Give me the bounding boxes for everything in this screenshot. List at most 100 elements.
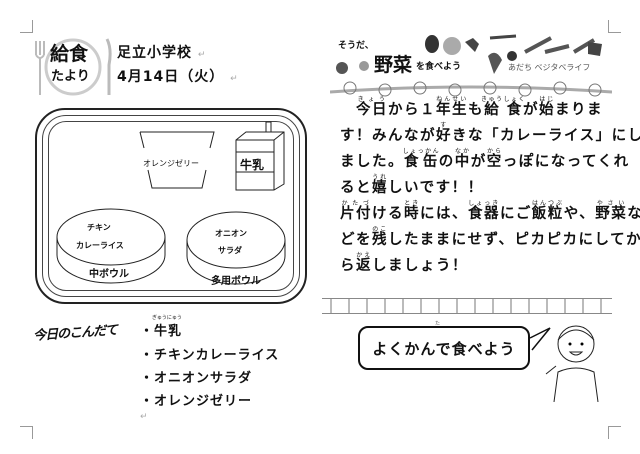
bowl1-text: チキン bbox=[87, 223, 111, 232]
medium-bowl-icon bbox=[56, 208, 166, 284]
text-segment: にご bbox=[500, 206, 532, 222]
paragraph-mark: ↵ bbox=[197, 50, 207, 60]
furigana: なか bbox=[454, 148, 471, 155]
furigana: のこ bbox=[372, 226, 388, 233]
text-segment: ら bbox=[340, 258, 356, 274]
text-segment: 残 bbox=[372, 232, 388, 248]
ruby-word: 始はじ bbox=[539, 96, 556, 118]
ruby-word: 嬉うれ bbox=[372, 174, 388, 196]
furigana: やさい bbox=[595, 200, 628, 207]
crop-mark bbox=[20, 20, 33, 33]
text-segment: 嬉 bbox=[372, 180, 388, 196]
body-line: どを残のこしたままにせず、ピカピカにしてか bbox=[340, 226, 640, 249]
paragraph-mark: ↵ bbox=[140, 412, 148, 422]
ruby-word: 返かえ bbox=[356, 252, 372, 274]
furigana: とき bbox=[404, 200, 420, 207]
text-segment: 給食 bbox=[481, 102, 527, 118]
banner-brand: あだち ベジタベライフ bbox=[508, 63, 591, 72]
ruby-word: 片付かたづ bbox=[340, 200, 372, 222]
ruby-word: 時とき bbox=[404, 200, 420, 222]
text-segment: しいです！！ bbox=[388, 180, 484, 196]
furigana: はんつぶ bbox=[531, 200, 564, 207]
milk-carton-icon bbox=[235, 121, 285, 191]
text-segment: も bbox=[468, 102, 484, 118]
multipurpose-bowl-icon bbox=[186, 211, 286, 285]
text-segment: ました。 bbox=[340, 154, 404, 170]
furigana: しょっき bbox=[468, 200, 500, 207]
menu-item: ・チキンカレーライス bbox=[140, 348, 280, 363]
text-segment: したままにせず、ピカピカにしてか bbox=[388, 232, 640, 248]
banner-text: そうだ、 bbox=[338, 41, 374, 51]
furigana: かたづ bbox=[340, 200, 372, 207]
ruby-word: 空から bbox=[487, 148, 503, 170]
paragraph-mark: ↵ bbox=[230, 74, 239, 84]
body-line: ると嬉うれしいです！！ bbox=[340, 174, 484, 197]
newsletter-date: 4月14日（火） ↵ bbox=[117, 66, 239, 86]
menu-item: ・牛乳 bbox=[140, 324, 183, 339]
text-segment: には、 bbox=[420, 206, 468, 222]
bowl1-text: カレーライス bbox=[76, 241, 124, 250]
menu-item: ・オニオンサラダ bbox=[140, 371, 253, 386]
furigana: た bbox=[435, 321, 441, 327]
text-segment bbox=[340, 102, 356, 118]
text-segment: 好 bbox=[436, 128, 452, 144]
bowl2-text: サラダ bbox=[218, 246, 242, 255]
text-segment: 野菜 bbox=[595, 206, 628, 222]
ruby-word: 好す bbox=[436, 122, 452, 144]
body-line: ら返かえしましょう！ bbox=[340, 252, 468, 275]
text-segment: な bbox=[627, 206, 640, 222]
body-line: 片付かたづける時ときには、食器しょっきにご飯粒はんつぶや、野菜やさいな bbox=[340, 200, 640, 223]
text-segment: 年生 bbox=[436, 102, 468, 118]
body-line: ました。食缶しょっかんの中なかが空からっぽになってくれ bbox=[340, 148, 630, 171]
vegetables-icon bbox=[330, 34, 612, 97]
text-segment: 飯粒 bbox=[531, 206, 564, 222]
ruby-word: 野菜やさい bbox=[595, 200, 628, 222]
ruby-word: 残のこ bbox=[372, 226, 388, 248]
text-segment: どを bbox=[340, 232, 372, 248]
kyushoku-logo: 給食 たより bbox=[33, 35, 113, 99]
furigana: しょっかん bbox=[402, 148, 441, 155]
text-segment: の bbox=[438, 154, 455, 170]
speech-bubble: よくかんで食べよう bbox=[358, 326, 530, 370]
text-segment: 食缶 bbox=[402, 154, 441, 170]
school-name-text: 足立小学校 bbox=[117, 45, 192, 61]
ruby-word: 今日きょう bbox=[356, 96, 388, 118]
logo-title: 給食 bbox=[50, 43, 89, 65]
ruby-word: 飯粒はんつぶ bbox=[531, 200, 564, 222]
furigana: から bbox=[486, 148, 503, 155]
logo-subtitle: たより bbox=[51, 69, 90, 84]
ruby-word: 食器しょっき bbox=[468, 200, 500, 222]
text-segment: きな「カレーライス」にし bbox=[452, 128, 640, 144]
text-segment: 片付 bbox=[340, 206, 372, 222]
furigana: きゅうしょく bbox=[481, 96, 527, 103]
furigana: きょう bbox=[356, 96, 388, 103]
text-segment: 今日 bbox=[356, 102, 388, 118]
menu-title: 今日のこんだて bbox=[32, 323, 118, 344]
text-segment: 始 bbox=[539, 102, 556, 118]
text-segment: 時 bbox=[404, 206, 420, 222]
fork-knife-plate-icon bbox=[35, 38, 112, 96]
text-segment: しましょう！ bbox=[372, 258, 468, 274]
furigana: ねんせい bbox=[436, 96, 468, 103]
crop-mark bbox=[608, 20, 621, 33]
bowl2-text: オニオン bbox=[215, 229, 247, 238]
text-segment: ると bbox=[340, 180, 372, 196]
text-segment: っぽになってくれ bbox=[502, 154, 630, 170]
crop-mark bbox=[20, 426, 33, 439]
school-name: 足立小学校 ↵ bbox=[117, 42, 206, 62]
decorative-border bbox=[322, 298, 612, 314]
body-line: 今日きょうから１年生ねんせいも給食きゅうしょくが始はじまりま bbox=[340, 96, 603, 119]
text-segment: 食器 bbox=[468, 206, 500, 222]
furigana: うれ bbox=[372, 174, 388, 181]
text-segment: が bbox=[470, 154, 487, 170]
ruby-word: 食缶しょっかん bbox=[402, 148, 441, 170]
menu-item: ・オレンジゼリー bbox=[140, 394, 253, 409]
banner-text: を食べよう bbox=[416, 62, 462, 72]
banner-title: 野菜 bbox=[374, 54, 413, 76]
text-segment: ける bbox=[372, 206, 404, 222]
furigana: はじ bbox=[539, 96, 555, 103]
vegetable-banner: そうだ、 野菜 を食べよう あだち ベジタベライフ bbox=[330, 30, 612, 102]
milk-label: 牛乳 bbox=[240, 158, 265, 172]
jelly-cup-icon bbox=[139, 131, 215, 189]
